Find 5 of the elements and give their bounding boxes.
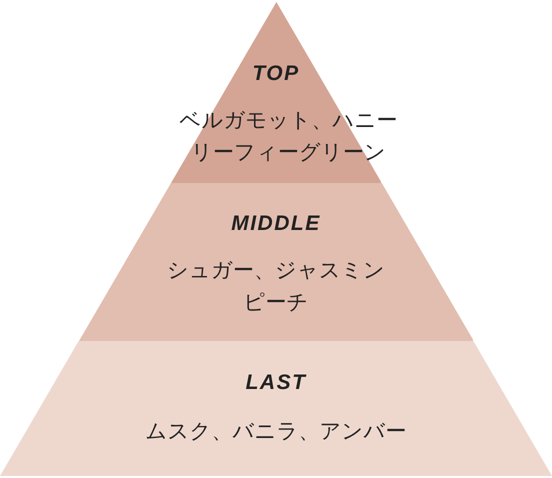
note-list: シュガー、ジャスミンピーチ: [158, 254, 394, 318]
tier-heading: LAST: [246, 371, 306, 395]
note-list: ムスク、バニラ、アンバー: [116, 415, 436, 447]
tier-heading: MIDDLE: [231, 212, 321, 236]
tier-heading: TOP: [252, 62, 300, 86]
